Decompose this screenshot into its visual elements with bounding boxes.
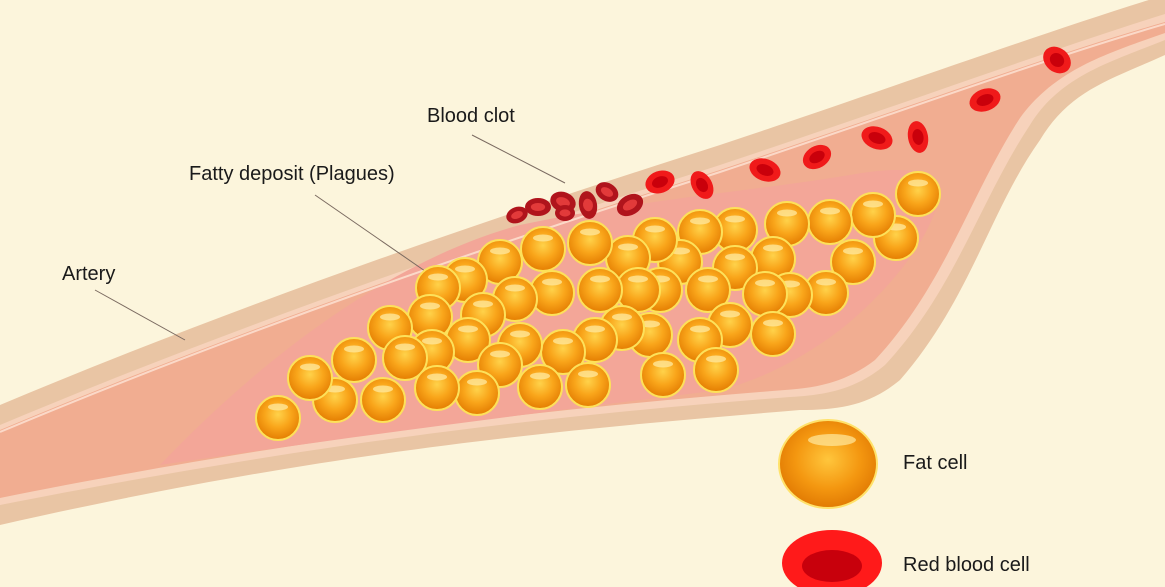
fat-cell — [565, 362, 611, 408]
blood-clot-label: Blood clot — [427, 105, 515, 127]
legend-red-blood-cell-icon — [782, 530, 882, 587]
red-blood-cell — [907, 121, 929, 153]
fat-cell — [407, 294, 453, 340]
clot-cell — [506, 206, 528, 224]
fat-cell — [414, 365, 460, 411]
red-blood-cell — [749, 158, 781, 182]
fat-cell — [685, 267, 731, 313]
fat-cell — [360, 377, 406, 423]
fat-cell — [750, 311, 796, 357]
fat-cell — [520, 226, 566, 272]
clot-cell — [555, 205, 575, 221]
legend-fat-cell-label: Fat cell — [903, 452, 968, 474]
fat-cell — [577, 267, 623, 313]
red-blood-cell — [645, 170, 675, 194]
fatty-deposit-pointer-line — [314, 194, 439, 281]
fat-cell — [517, 364, 563, 410]
fat-cell — [742, 271, 788, 317]
red-blood-cell — [690, 171, 714, 199]
fat-cell — [830, 239, 876, 285]
fat-cell — [382, 335, 428, 381]
clot-cell — [525, 198, 551, 216]
clot-cell — [616, 193, 644, 217]
fat-cell — [850, 192, 896, 238]
legend-red-blood-cell-label: Red blood cell — [903, 554, 1030, 576]
artery-label: Artery — [62, 263, 116, 285]
legend-fat-cell-icon — [778, 419, 878, 509]
fat-cell — [331, 337, 377, 383]
fat-cell — [454, 370, 500, 416]
artery-highlight-line — [0, 23, 1165, 433]
blood-clot-cells — [506, 182, 644, 224]
clot-cell — [578, 191, 598, 219]
fat-cell — [895, 171, 941, 217]
fat-cell — [693, 347, 739, 393]
fat-cell — [255, 395, 301, 441]
blood-clot-pointer-line — [471, 134, 566, 184]
clot-cell — [595, 182, 619, 202]
red-blood-cell — [1043, 46, 1071, 74]
fat-cell — [567, 220, 613, 266]
red-blood-cell — [861, 126, 893, 150]
fat-cell-cluster — [255, 171, 941, 441]
fat-cell — [807, 199, 853, 245]
artery-pointer-line — [94, 289, 186, 341]
red-blood-cell — [969, 88, 1001, 112]
fatty-deposit-label: Fatty deposit (Plagues) — [189, 163, 395, 185]
red-blood-cells — [645, 46, 1071, 199]
fat-cell — [287, 355, 333, 401]
fat-cell — [640, 352, 686, 398]
red-blood-cell — [802, 144, 832, 170]
fat-cell — [615, 267, 661, 313]
